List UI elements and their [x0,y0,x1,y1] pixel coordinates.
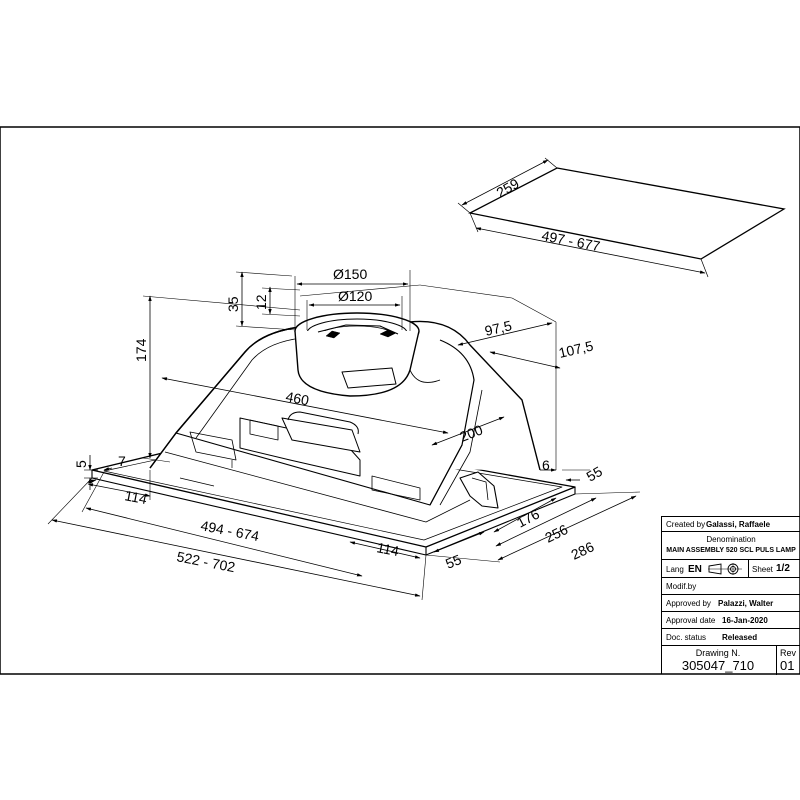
dim-left-114: 114 [123,487,148,507]
tb-sheet-value: 1/2 [776,563,790,574]
tb-denomination-label: Denomination [706,535,756,544]
dim-front-55: 55 [443,551,464,572]
tb-drawing-label: Drawing N. [695,648,741,658]
tb-created-label: Created by [666,520,706,529]
tb-drawing-row: Drawing N. 305047_710 Rev 01 [662,646,800,675]
tb-approved-label: Approved by [666,599,711,608]
tb-rev-label: Rev [780,648,797,658]
tb-date-row: Approval date 16-Jan-2020 [662,612,800,629]
tb-modif-row: Modif.by [662,578,800,595]
tb-lang-value: EN [688,564,702,575]
dim-side-55-top: 55 [584,463,606,485]
tb-lang-label: Lang [666,565,684,574]
tb-drawing-value: 305047_710 [681,658,755,673]
dim-collar-12: 12 [253,294,269,310]
title-block: Created by Galassi, Raffaele Denominatio… [661,516,800,675]
dim-right-114: 114 [375,539,400,559]
tb-status-value: Released [722,633,758,642]
tb-date-label: Approval date [666,616,716,625]
tb-rev-value: 01 [780,658,795,673]
dim-inner-width: 494 - 674 [199,517,260,544]
dim-collar-35: 35 [225,296,241,312]
dim-offset-107-5: 107,5 [557,337,595,361]
dim-flange-5: 5 [73,460,89,468]
dim-side-6: 6 [542,457,550,473]
tb-lang-row: Lang EN Sheet 1/2 [662,560,800,578]
tb-denomination-row: Denomination MAIN ASSEMBLY 520 SCL PULS … [662,532,800,560]
tb-status-label: Doc. status [666,633,707,642]
dim-duct-inner: Ø120 [338,288,372,304]
cutout-plate [457,157,786,278]
dim-body-depth: 200 [457,421,485,444]
tb-rev-divider [776,646,777,675]
tb-approved-row: Approved by Palazzi, Walter [662,595,800,612]
projection-symbol-icon [708,563,742,575]
sheet-border [0,126,800,675]
dimension-lines [47,270,641,601]
tb-sheet-label: Sheet [752,565,773,574]
tb-created-row: Created by Galassi, Raffaele [662,517,800,532]
tb-modif-label: Modif.by [666,582,697,591]
tb-lang-divider [748,560,749,577]
tb-denomination-value: MAIN ASSEMBLY 520 SCL PULS LAMP [666,547,796,554]
dim-depth-256: 256 [542,521,570,546]
dim-body-width: 460 [284,388,310,408]
dim-depth-286: 286 [569,538,597,562]
dim-outer-width: 522 - 702 [175,548,236,575]
hood-body [91,312,576,556]
dim-offset-97-5: 97,5 [483,317,513,339]
tb-approved-value: Palazzi, Walter [718,599,774,608]
tb-date-value: 16-Jan-2020 [722,616,768,625]
dim-flange-7: 7 [118,453,126,469]
tb-created-value: Galassi, Raffaele [706,520,771,529]
tb-status-row: Doc. status Released [662,629,800,646]
dim-duct-outer: Ø150 [333,266,367,282]
dim-total-height: 174 [133,338,149,362]
